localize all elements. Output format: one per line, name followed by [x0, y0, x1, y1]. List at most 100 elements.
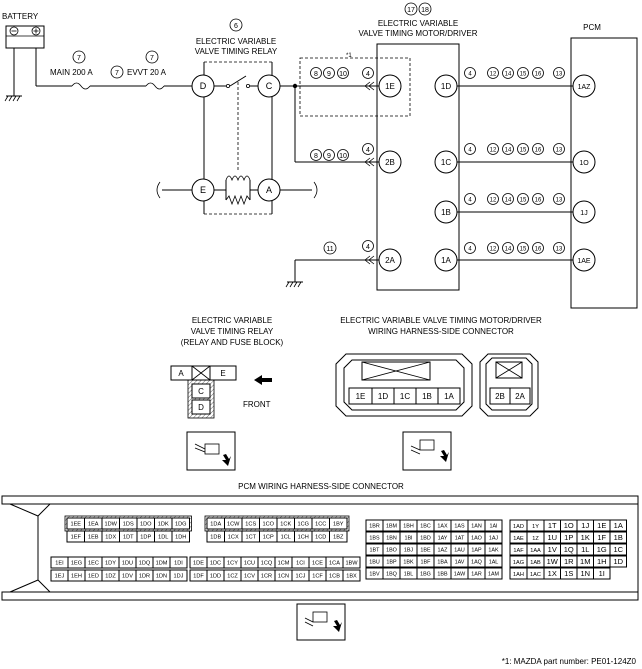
pcm-pin-label: 1DS [123, 521, 134, 527]
wire-ref-number: 12 [490, 198, 497, 204]
svg-text:VALVE TIMING RELAY: VALVE TIMING RELAY [191, 327, 274, 336]
svg-text:C: C [198, 387, 204, 396]
svg-text:4: 4 [366, 244, 370, 251]
wire-ref-circle [502, 67, 514, 79]
pcm-pin-label: 1BO [386, 547, 397, 553]
pcm-pin-label: 1AB [530, 560, 541, 566]
pcm-pin-label: 1DI [174, 560, 183, 566]
pcm-pin-label: 1BW [345, 560, 358, 566]
pcm-pin-label: 1AW [454, 571, 466, 577]
pcm-pin-label: 1DT [123, 534, 134, 540]
svg-text:10: 10 [339, 153, 347, 160]
pcm-pin-label: 1I [599, 569, 605, 578]
pcm-pin-label: 1AL [489, 559, 499, 565]
pcm-pin-label: 1AM [488, 571, 500, 577]
pcm-pin-label: 1T [548, 521, 557, 530]
svg-text:10: 10 [339, 71, 347, 78]
pcm-pin-label: 1DZ [105, 573, 116, 579]
pcm-pin-label: 1DU [122, 560, 133, 566]
pcm-pin-label: 1CW [227, 521, 240, 527]
pcm-pin-label: 1B [614, 533, 623, 542]
pcm-pin-label: 1BD [420, 535, 431, 541]
motor-pcm-wires [457, 85, 573, 261]
pcm-pin-label: 1DR [139, 573, 150, 579]
pcm-pin-label: 1CE [312, 560, 323, 566]
pcm-pin-label: 1A [614, 521, 623, 530]
pcm-pin-label: 1AU [454, 547, 465, 553]
wire-ref-number: 14 [505, 247, 512, 253]
wire-ref-number: 16 [535, 247, 542, 253]
pcm-pin-label: 1BG [420, 571, 431, 577]
pcm-pin-label: 1AK [488, 547, 499, 553]
pcm-pin-label: 1BQ [386, 571, 397, 577]
pcm-pin-label: 1DE [193, 560, 204, 566]
wire-ref-circle [487, 67, 499, 79]
wire-ref-circle [487, 193, 499, 205]
pcm-pin-label: 1CG [297, 521, 309, 527]
pcm-pin-label: 1BA [437, 559, 448, 565]
pcm-pin-label: 1M [580, 557, 590, 566]
svg-text:8: 8 [314, 153, 318, 160]
svg-text:4: 4 [366, 71, 370, 78]
svg-text:A: A [178, 369, 184, 378]
relay-terminal-c: C [257, 74, 281, 98]
wire-ref-8-9-10-top: 8 9 10 [310, 67, 349, 79]
wire-ref-circle [464, 67, 476, 79]
pcm-pin-label: 1CS [245, 521, 256, 527]
motor-terminal-1d: 1D [434, 74, 458, 98]
battery-ground-symbol [4, 95, 22, 102]
pcm-pin-label: 1DQ [139, 560, 151, 566]
wire-ref-circle [532, 143, 544, 155]
svg-text:1C: 1C [441, 158, 451, 167]
svg-text:6: 6 [234, 23, 238, 30]
pcm-pin-label: 1O [564, 521, 574, 530]
pcm-pin-cell [609, 555, 627, 568]
wire-ref-number: 13 [556, 198, 563, 204]
svg-text:ELECTRIC VARIABLE VALVE TIMING: ELECTRIC VARIABLE VALVE TIMING MOTOR/DRI… [340, 316, 542, 325]
pcm-pin-label: 1BM [386, 523, 398, 529]
svg-text:1AZ: 1AZ [578, 84, 592, 91]
motor-terminal-1e: 1E [378, 74, 402, 98]
pcm-pin-label: 1CO [262, 521, 274, 527]
svg-text:D: D [198, 403, 204, 412]
optional-part-marker: *1 [346, 53, 352, 59]
pcm-pin-label: 1CC [315, 521, 326, 527]
wire-ref-circle [517, 67, 529, 79]
pcm-pin-cell [484, 531, 503, 544]
pcm-pin-cell [169, 556, 188, 569]
svg-text:1A: 1A [441, 256, 451, 265]
motor-terminal-2b: 2B [378, 150, 402, 174]
pcm-pin-label: 1EG [71, 560, 82, 566]
svg-text:E: E [200, 185, 206, 195]
wire-ref-number: 12 [490, 148, 497, 154]
pcm-pin-label: 1DG [175, 521, 187, 527]
pcm-pin-label: 1AD [513, 524, 524, 530]
wire-ref-circle [553, 242, 565, 254]
pcm-pin-label: 1CH [298, 534, 309, 540]
pcm-pin-label: 1BL [404, 571, 414, 577]
pcm-pin-label: 1BK [403, 559, 414, 565]
relay-terminal-e: E [191, 178, 215, 202]
wire-ref-number: 4 [468, 72, 472, 78]
pcm-pin-label: 1CF [312, 573, 323, 579]
wire-ref-circle [553, 143, 565, 155]
relay-terminal-d: D [191, 74, 215, 98]
pcm-pin-label: 1AC [530, 572, 541, 578]
pcm-pin-label: 1N [580, 569, 590, 578]
motor-driver: 17 18 ELECTRIC VARIABLE VALVE TIMING MOT… [359, 2, 478, 291]
pcm-pin-label: 1BN [386, 535, 397, 541]
pcm-pin-label: 1K [581, 533, 590, 542]
motor-title-1: ELECTRIC VARIABLE [378, 19, 458, 28]
wire-ref-number: 15 [520, 198, 527, 204]
wire-ref-number: 13 [556, 148, 563, 154]
pcm-pin-label: 1DA [210, 521, 221, 527]
pcm-pin-label: 1BV [369, 571, 380, 577]
wire-ref-number: 4 [468, 148, 472, 154]
pcm-pin-label: 1BU [369, 559, 380, 565]
pcm-pin-cell [329, 530, 348, 543]
pcm-pin-label: 1R [564, 557, 574, 566]
pcm-pin-label: 1AY [438, 535, 448, 541]
wire-ref-circle [502, 193, 514, 205]
pcm-pin-label: 1DL [158, 534, 168, 540]
